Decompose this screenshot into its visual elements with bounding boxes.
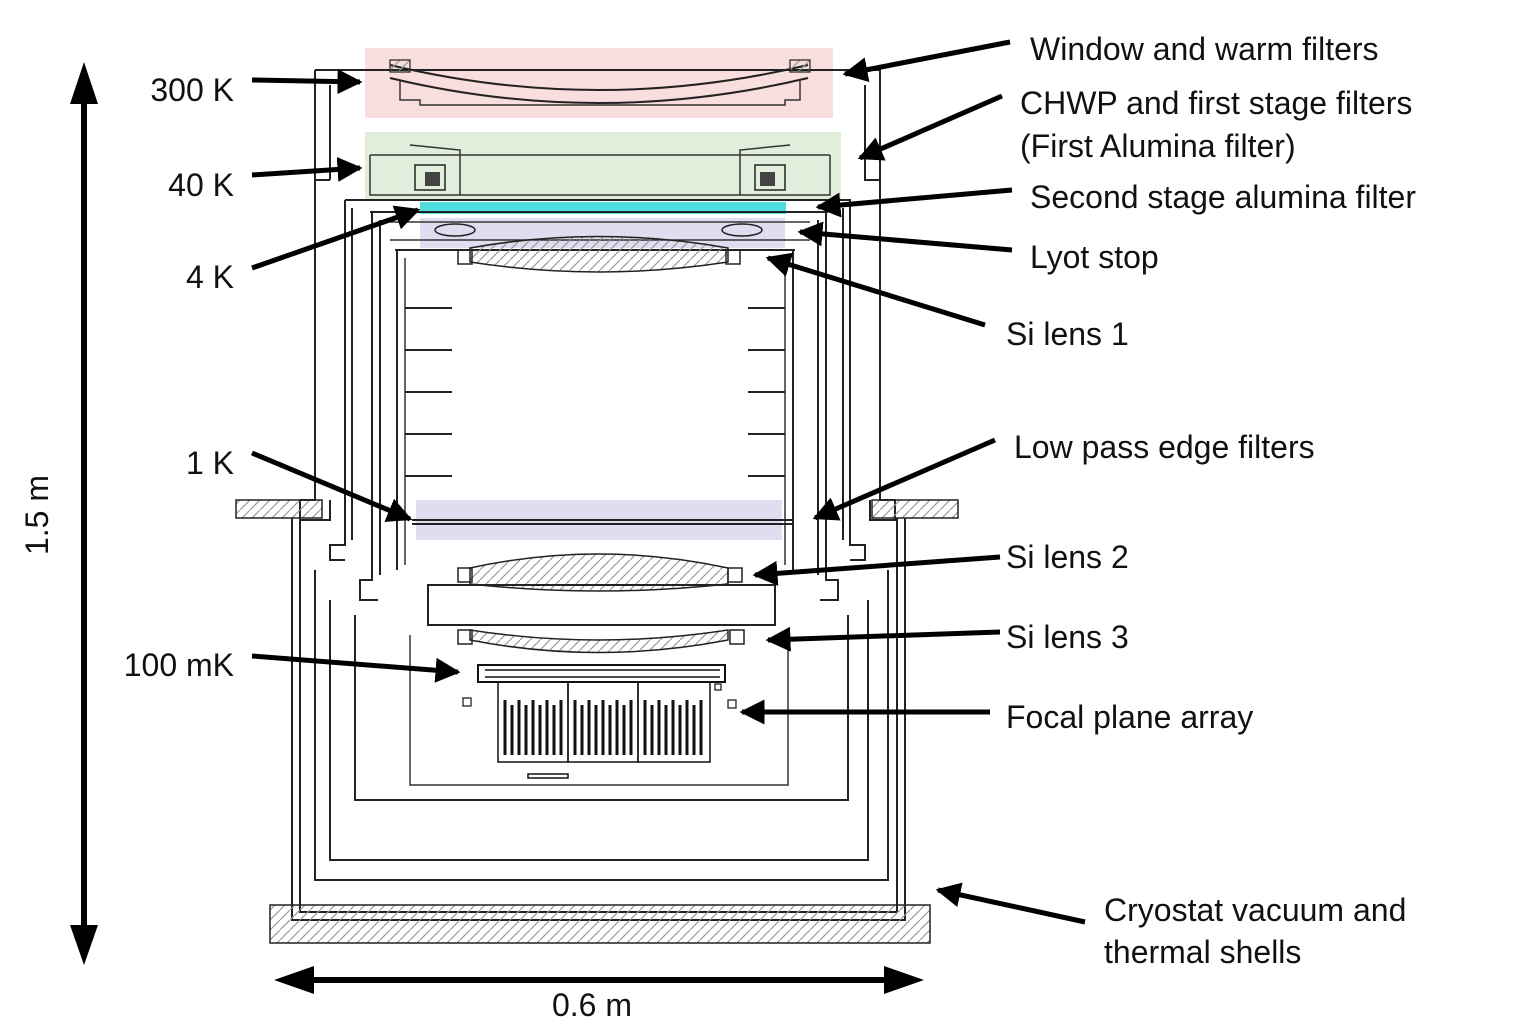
height-arrow-bottom (70, 925, 98, 965)
pointer-si1 (765, 252, 986, 328)
label-lyot: Lyot stop (1030, 239, 1159, 275)
warm-filter-zone (365, 48, 833, 118)
si-lens-1 (457, 235, 741, 273)
focal-plane-array (462, 664, 737, 779)
width-arrow-left (274, 966, 314, 994)
label-second-alumina: Second stage alumina filter (1030, 179, 1416, 215)
label-100mk: 100 mK (124, 647, 234, 683)
label-si2: Si lens 2 (1006, 539, 1129, 575)
label-width: 0.6 m (552, 987, 632, 1023)
pointer-40k (251, 156, 363, 182)
pointer-chwp (857, 93, 1004, 161)
pointer-1k (251, 450, 413, 522)
pointer-4k (251, 205, 421, 271)
label-chwp-line2: (First Alumina filter) (1020, 128, 1296, 164)
inner-shells (354, 615, 849, 801)
label-chwp-line1: CHWP and first stage filters (1020, 85, 1412, 121)
pointer-100mk (251, 653, 461, 683)
pointer-lowpass (812, 437, 996, 521)
width-arrow-right (884, 966, 924, 994)
baffle-vanes (405, 307, 785, 477)
label-height: 1.5 m (19, 475, 55, 555)
40k-shell (329, 199, 866, 561)
pointer-si3 (765, 626, 1001, 652)
height-arrow-top (70, 62, 98, 104)
label-40k: 40 K (168, 167, 234, 203)
label-si1: Si lens 1 (1006, 316, 1129, 352)
label-300k: 300 K (150, 72, 234, 108)
window-assembly (389, 59, 811, 106)
label-window: Window and warm filters (1030, 31, 1379, 67)
label-4k: 4 K (186, 259, 234, 295)
pointer-lyot (797, 221, 1013, 253)
label-shells-line1: Cryostat vacuum and (1104, 892, 1406, 928)
pointer-second-alumina (815, 187, 1013, 218)
pointer-window (842, 39, 1011, 82)
lens-barrel (427, 584, 776, 626)
lowpass-edge-filters (412, 519, 792, 525)
pointer-300k (251, 69, 363, 95)
label-1k: 1 K (186, 445, 234, 481)
4k-shell (359, 211, 839, 601)
label-fpa: Focal plane array (1006, 699, 1253, 735)
label-si3: Si lens 3 (1006, 619, 1129, 655)
mid-flange-right (871, 499, 959, 519)
label-shells-line2: thermal shells (1104, 934, 1301, 970)
pointer-si2 (752, 554, 1001, 586)
chwp-assembly (369, 144, 831, 196)
pointer-shells (935, 882, 1086, 925)
mid-flange-left (235, 499, 323, 519)
vacuum-shell (235, 69, 959, 944)
si-lens-3 (457, 629, 745, 654)
base-plate (269, 904, 931, 944)
label-lowpass: Low pass edge filters (1014, 429, 1315, 465)
